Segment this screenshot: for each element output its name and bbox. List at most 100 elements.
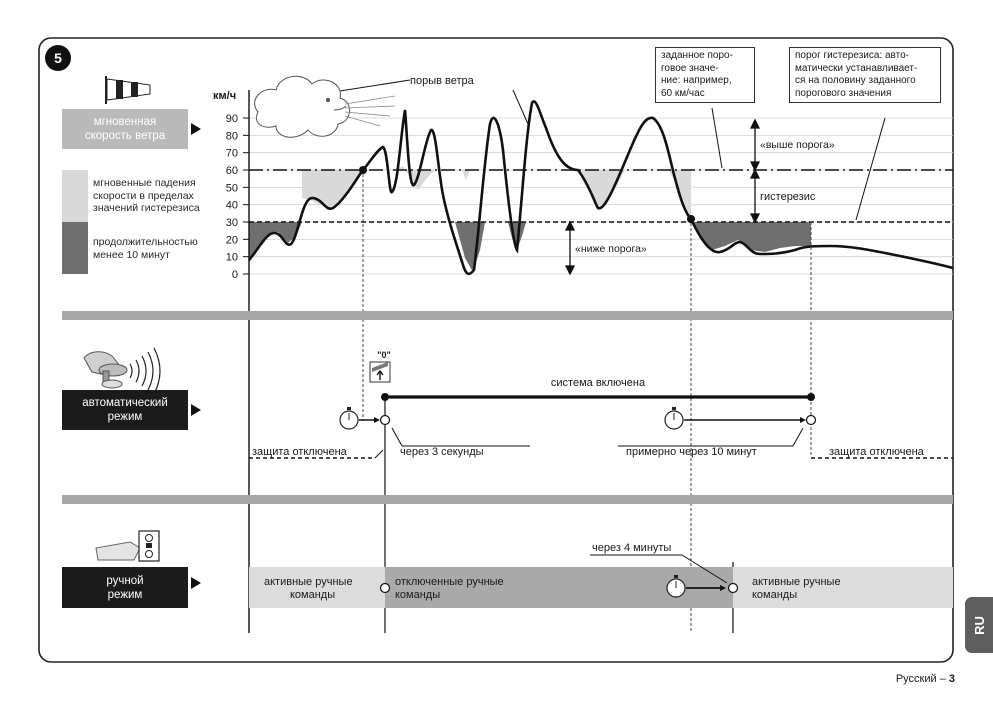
manual-active-left-line-2: команды	[290, 589, 336, 601]
legend-dark-swatch	[62, 222, 88, 274]
event-node-manual-left	[379, 582, 391, 594]
manual-active-right-line-2: команды	[752, 589, 798, 601]
gust-label: порыв ветра	[410, 75, 475, 87]
dark-fill-area-2	[455, 222, 485, 272]
setpoint-line-4: 60 км/час	[661, 87, 705, 99]
setpoint-line-1: заданное поро-	[661, 50, 733, 61]
speed-box: мгновенная скорость ветра	[62, 109, 188, 149]
auto-mode-box: автоматический режим	[62, 390, 188, 430]
figure-number: 5	[54, 50, 62, 66]
manual-mode-line-2: режим	[107, 588, 143, 601]
after-10min-leader	[792, 427, 804, 447]
footer-text: Русский –	[895, 673, 949, 685]
manual-disabled-line-1: отключенные ручные	[395, 576, 504, 588]
above-threshold-label: «выше порога»	[760, 139, 835, 151]
wind-sensor-icon	[83, 347, 161, 395]
setpoint-leader	[711, 107, 723, 169]
protect-off-right-label: защита отключена	[829, 446, 925, 458]
hysteresis-callout-line-4: порогового значения	[795, 87, 892, 99]
y-tick-label: 70	[226, 148, 238, 160]
after-3s-leader	[391, 427, 403, 447]
y-tick-label: 60	[226, 165, 238, 177]
speed-line-1: мгновенная	[93, 116, 157, 128]
auto-play-icon	[191, 404, 201, 416]
y-tick-label: 80	[226, 130, 238, 142]
hysteresis-callout: порог гистерезиса: авто- матически устан…	[789, 47, 941, 103]
after-10min-label: примерно через 10 минут	[626, 446, 757, 458]
manual-active-left: активные ручные команды	[264, 576, 379, 602]
light-fill-area-2	[395, 166, 435, 190]
wind-cloud-icon	[254, 75, 396, 138]
dark-fill-area-4	[691, 222, 811, 252]
page-number: 3	[948, 673, 955, 685]
light-fill-area-1	[302, 170, 362, 208]
hysteresis-leader	[855, 117, 886, 221]
figure-number-badge	[45, 45, 71, 71]
setpoint-line-3: ние: например,	[661, 75, 732, 86]
legend-dark-text: продолжительностью менее 10 минут	[93, 236, 243, 261]
legend-light-line-1: мгновенные падения	[93, 177, 196, 189]
timer-icon-manual	[666, 575, 686, 598]
speed-line-2: скорость ветра	[84, 130, 166, 142]
event-node-manual-right	[727, 582, 739, 594]
after-3s-label: через 3 секунды	[400, 446, 484, 458]
legend-light-line-2: скорости в пределах	[93, 189, 194, 202]
manual-disabled: отключенные ручные команды	[395, 576, 555, 602]
hysteresis-label: гистерезис	[760, 191, 816, 203]
zero-command-icon	[369, 361, 391, 383]
y-tick-label: 50	[226, 182, 238, 194]
hysteresis-callout-line-3: ся на половину заданного	[795, 75, 916, 86]
event-node-auto-right	[805, 414, 817, 426]
setpoint-callout: заданное поро- говое значе- ние: наприме…	[655, 47, 755, 103]
timer-icon-auto-right	[664, 407, 684, 430]
range-arrows	[564, 118, 761, 276]
legend-dark-line-2: менее 10 минут	[93, 248, 170, 261]
hand-remote-icon	[95, 530, 160, 562]
legend-light-text: мгновенные падения скорости в пределах з…	[93, 177, 243, 215]
figure-frame	[38, 37, 954, 663]
light-fill-area-5	[668, 170, 691, 219]
hysteresis-callout-line-2: матически устанавливает-	[795, 62, 918, 74]
y-axis-ticks: 0 10 20 30 40 50 60 70 80 90	[226, 113, 249, 281]
y-tick-label: 40	[226, 200, 238, 212]
y-tick-label: 30	[226, 217, 238, 229]
gust-leader	[512, 89, 529, 125]
system-on-start-dot	[381, 393, 389, 401]
hysteresis-callout-line-1: порог гистерезиса: авто-	[795, 50, 909, 61]
legend-light-line-3: значений гистерезиса	[93, 202, 200, 214]
below-threshold-label: «ниже порога»	[575, 243, 647, 255]
protect-off-left-label: защита отключена	[252, 446, 348, 458]
separator-band-1	[62, 311, 953, 320]
y-tick-label: 90	[226, 113, 238, 125]
threshold-crossing-dot	[359, 166, 367, 174]
legend-light-swatch	[62, 170, 88, 222]
page-footer: Русский – 3	[896, 673, 955, 685]
language-tab-label: RU	[971, 615, 987, 635]
event-node-auto-left	[379, 414, 391, 426]
y-tick-label: 10	[226, 252, 238, 264]
light-fill-area-3	[462, 170, 470, 180]
legend-dark-line-1: продолжительностью	[93, 236, 198, 248]
dark-fill-area-1	[249, 222, 302, 262]
language-tab[interactable]: RU	[965, 597, 993, 653]
light-fill-area-4	[578, 170, 625, 208]
y-tick-label: 20	[226, 234, 238, 246]
speed-play-icon	[191, 123, 201, 135]
auto-mode-line-1: автоматический	[82, 397, 168, 409]
y-tick-label: 0	[232, 269, 238, 281]
after-4min-leader	[681, 554, 728, 584]
manual-active-right: активные ручные команды	[752, 576, 902, 602]
auto-mode-line-2: режим	[107, 411, 143, 423]
timer-arrowhead-auto-right	[800, 417, 806, 423]
manual-active-right-line-1: активные ручные	[752, 576, 841, 588]
after-4min-label: через 4 минуты	[592, 542, 671, 554]
manual-disabled-line-2: команды	[395, 589, 441, 601]
wind-speed-curve	[248, 100, 954, 276]
protect-off-left-tick	[374, 449, 384, 459]
setpoint-line-2: говое значе-	[661, 62, 719, 74]
timer-arrowhead-manual	[720, 585, 726, 591]
system-on-end-dot	[807, 393, 815, 401]
separator-band-2	[62, 495, 953, 504]
